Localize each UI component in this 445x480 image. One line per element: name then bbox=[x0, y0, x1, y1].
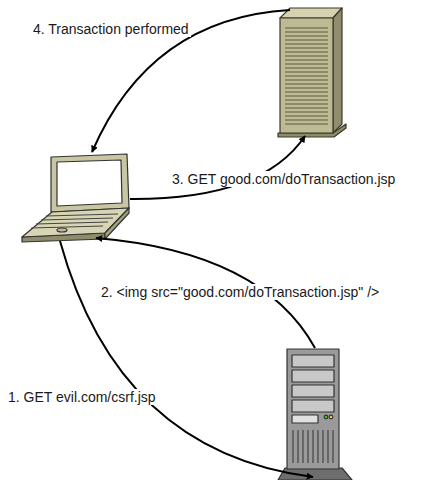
keyboard-row bbox=[31, 226, 103, 228]
server-slot bbox=[285, 40, 328, 41]
arrow-get-good bbox=[130, 136, 305, 199]
server-vent bbox=[327, 430, 328, 463]
step-label: 3. GET good.com/doTransaction.jsp bbox=[170, 171, 397, 187]
server-slot bbox=[285, 48, 328, 49]
flow-arrows bbox=[60, 10, 315, 477]
server-slot bbox=[285, 88, 328, 89]
server-slot bbox=[285, 108, 328, 109]
keyboard-row bbox=[41, 218, 113, 220]
step-label: 4. Transaction performed bbox=[31, 21, 191, 37]
server-slot bbox=[285, 72, 328, 73]
server-slot bbox=[285, 36, 328, 37]
server-vent bbox=[292, 430, 293, 463]
step-label: 2. <img src="good.com/doTransaction.jsp"… bbox=[99, 284, 381, 300]
server-slot bbox=[285, 104, 328, 105]
server-slot bbox=[285, 112, 328, 113]
server-slot bbox=[285, 60, 328, 61]
server-slot bbox=[285, 56, 328, 57]
server-slot bbox=[285, 96, 328, 97]
server-vent bbox=[317, 430, 318, 463]
server-slot bbox=[285, 100, 328, 101]
server-slot bbox=[285, 92, 328, 93]
server-slot bbox=[285, 32, 328, 33]
keyboard-row bbox=[46, 214, 118, 216]
evil-server bbox=[278, 349, 352, 480]
victim-laptop bbox=[22, 154, 129, 242]
good-server bbox=[278, 8, 346, 137]
server-slot bbox=[285, 120, 328, 121]
server-vent bbox=[307, 430, 308, 463]
server-vent bbox=[312, 430, 313, 463]
server-vent bbox=[322, 430, 323, 463]
server-slot bbox=[285, 28, 328, 29]
server-vent bbox=[302, 430, 303, 463]
server-vent bbox=[332, 430, 333, 463]
server-slot bbox=[285, 84, 328, 85]
arrow-get-evil bbox=[60, 241, 313, 477]
server-slot bbox=[285, 64, 328, 65]
server-slot bbox=[285, 68, 328, 69]
server-vent bbox=[297, 430, 298, 463]
server-slot bbox=[285, 124, 328, 125]
server-slot bbox=[285, 80, 328, 81]
server-slot bbox=[285, 44, 328, 45]
server-slot bbox=[285, 52, 328, 53]
server-slot bbox=[285, 116, 328, 117]
server-slot bbox=[285, 76, 328, 77]
keyboard-row bbox=[36, 222, 108, 224]
step-label: 1. GET evil.com/csrf.jsp bbox=[6, 389, 158, 405]
